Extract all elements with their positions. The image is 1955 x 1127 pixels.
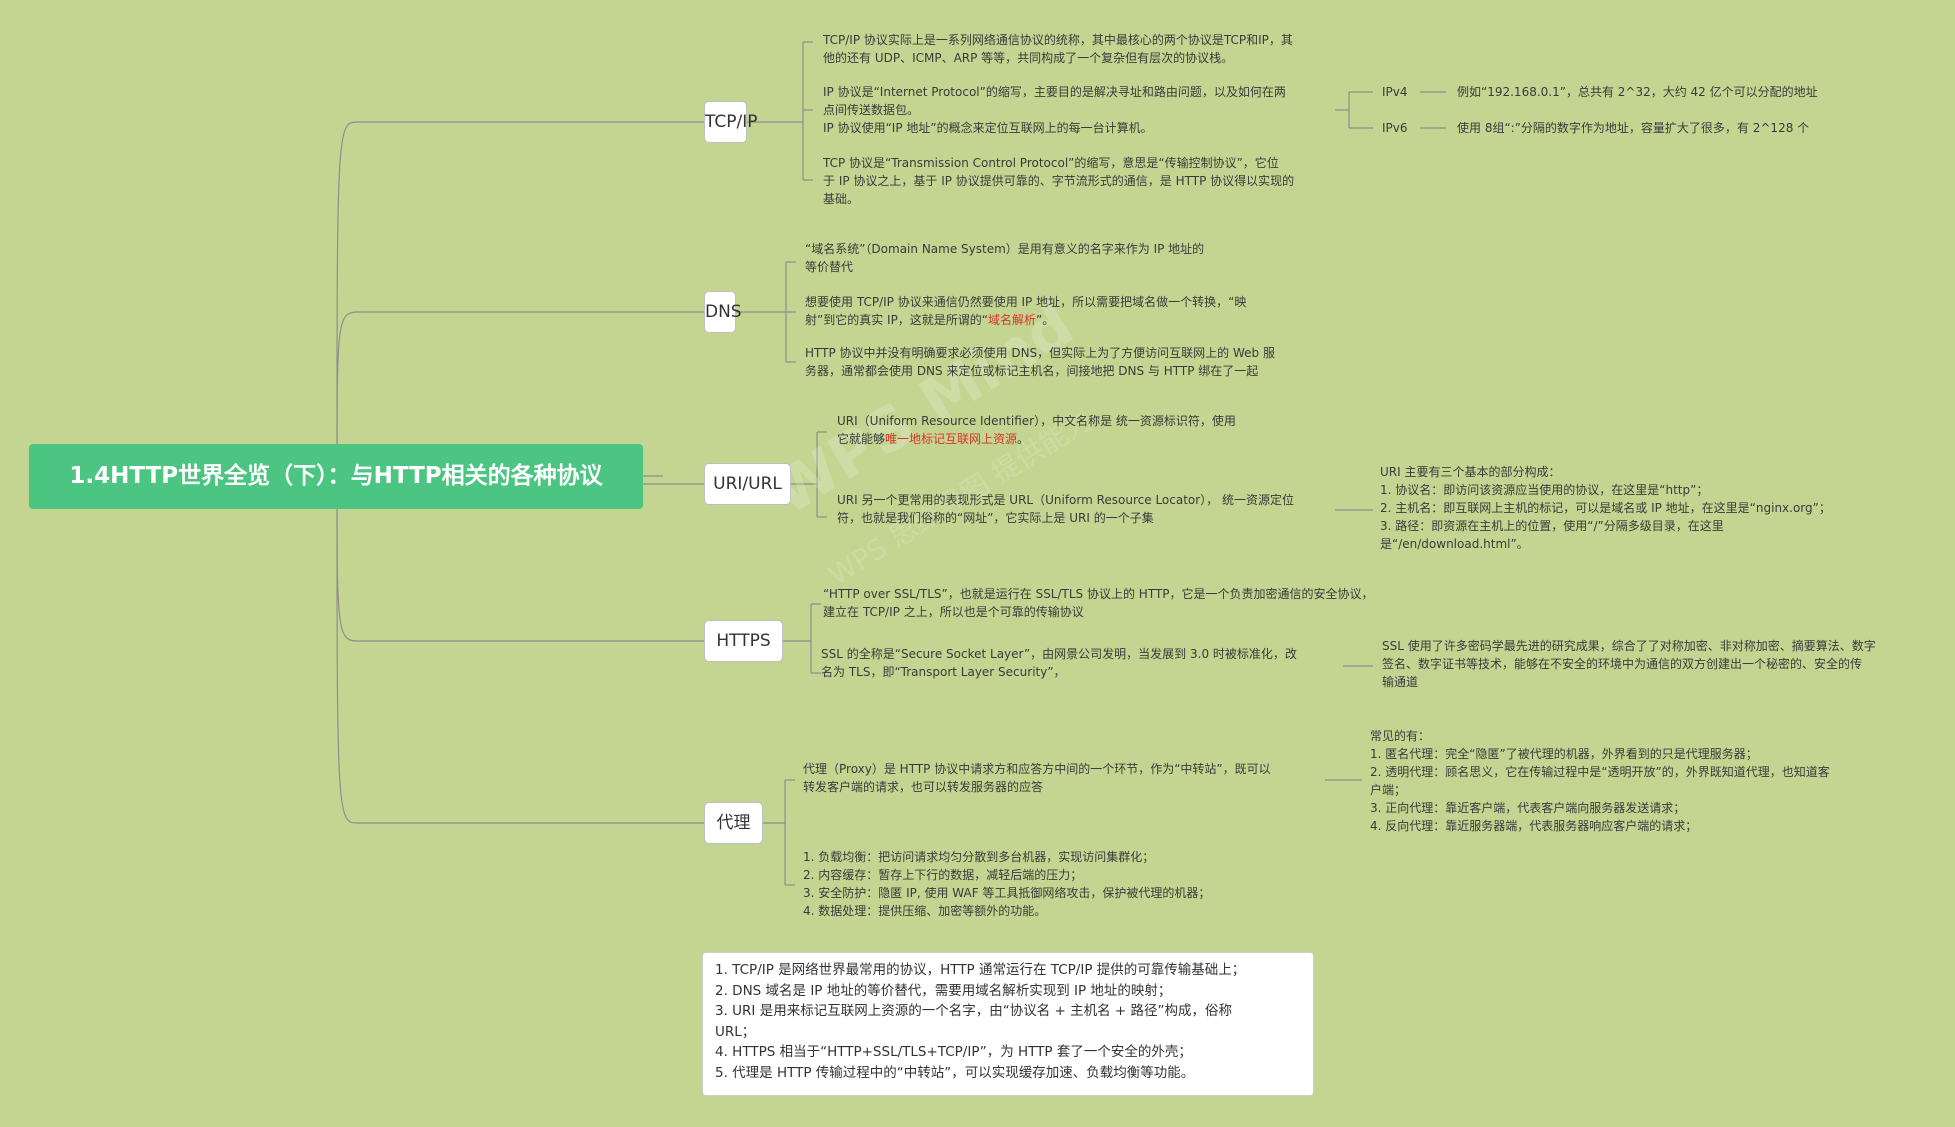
- dns-leaf-http-relation[interactable]: HTTP 协议中并没有明确要求必须使用 DNS，但实际上为了方便访问互联网上的 …: [805, 346, 1275, 378]
- highlight-unique-resource: 唯一地标记互联网上资源: [885, 432, 1018, 446]
- branch-tcpip[interactable]: TCP/IP: [704, 101, 758, 143]
- ipv6-label[interactable]: IPv6: [1382, 121, 1408, 135]
- uri-detail-components[interactable]: URI 主要有三个基本的部分构成： 1. 协议名：即访问该资源应当使用的协议，在…: [1380, 465, 1831, 551]
- proxy-leaf-functions[interactable]: 1. 负载均衡：把访问请求均匀分散到多台机器，实现访问集群化； 2. 内容缓存：…: [803, 850, 1211, 918]
- https-leaf-definition[interactable]: “HTTP over SSL/TLS”，也就是运行在 SSL/TLS 协议上的 …: [823, 587, 1374, 619]
- root-topic[interactable]: 1.4HTTP世界全览（下）：与HTTP相关的各种协议: [29, 444, 643, 509]
- branch-uri-url[interactable]: URI/URL: [704, 463, 791, 505]
- summary-box[interactable]: 1. TCP/IP 是网络世界最常用的协议，HTTP 通常运行在 TCP/IP …: [702, 952, 1314, 1096]
- ipv4-text[interactable]: 例如“192.168.0.1”，总共有 2^32，大约 42 亿个可以分配的地址: [1457, 85, 1818, 99]
- highlight-domain-resolution: 域名解析: [988, 313, 1037, 327]
- tcpip-leaf-tcp[interactable]: TCP 协议是“Transmission Control Protocol”的缩…: [823, 156, 1295, 206]
- branch-dns[interactable]: DNS: [704, 291, 742, 333]
- tcpip-leaf-ip[interactable]: IP 协议是“Internet Protocol”的缩写，主要目的是解决寻址和路…: [823, 85, 1286, 135]
- uri-leaf-definition[interactable]: URI（Uniform Resource Identifier），中文名称是 统…: [837, 414, 1236, 446]
- branch-proxy[interactable]: 代理: [704, 802, 763, 844]
- ipv6-text[interactable]: 使用 8组“:”分隔的数字作为地址，容量扩大了很多，有 2^128 个: [1457, 121, 1810, 135]
- dns-leaf-resolution[interactable]: 想要使用 TCP/IP 协议来通信仍然要使用 IP 地址，所以需要把域名做一个转…: [805, 295, 1247, 327]
- proxy-detail-types[interactable]: 常见的有： 1. 匿名代理：完全“隐匿”了被代理的机器，外界看到的只是代理服务器…: [1370, 729, 1830, 833]
- https-detail-crypto[interactable]: SSL 使用了许多密码学最先进的研究成果，综合了了对称加密、非对称加密、摘要算法…: [1382, 639, 1876, 689]
- ipv4-label[interactable]: IPv4: [1382, 85, 1408, 99]
- proxy-leaf-definition[interactable]: 代理（Proxy）是 HTTP 协议中请求方和应答方中间的一个环节，作为“中转站…: [803, 762, 1271, 794]
- branch-https[interactable]: HTTPS: [704, 620, 783, 662]
- uri-leaf-url[interactable]: URI 另一个更常用的表现形式是 URL（Uniform Resource Lo…: [837, 493, 1295, 525]
- https-leaf-ssl[interactable]: SSL 的全称是“Secure Socket Layer”，由网景公司发明，当发…: [821, 647, 1297, 679]
- tcpip-leaf-overview[interactable]: TCP/IP 协议实际上是一系列网络通信协议的统称，其中最核心的两个协议是TCP…: [823, 33, 1293, 65]
- dns-leaf-definition[interactable]: “域名系统”（Domain Name System）是用有意义的名字来作为 IP…: [805, 242, 1205, 274]
